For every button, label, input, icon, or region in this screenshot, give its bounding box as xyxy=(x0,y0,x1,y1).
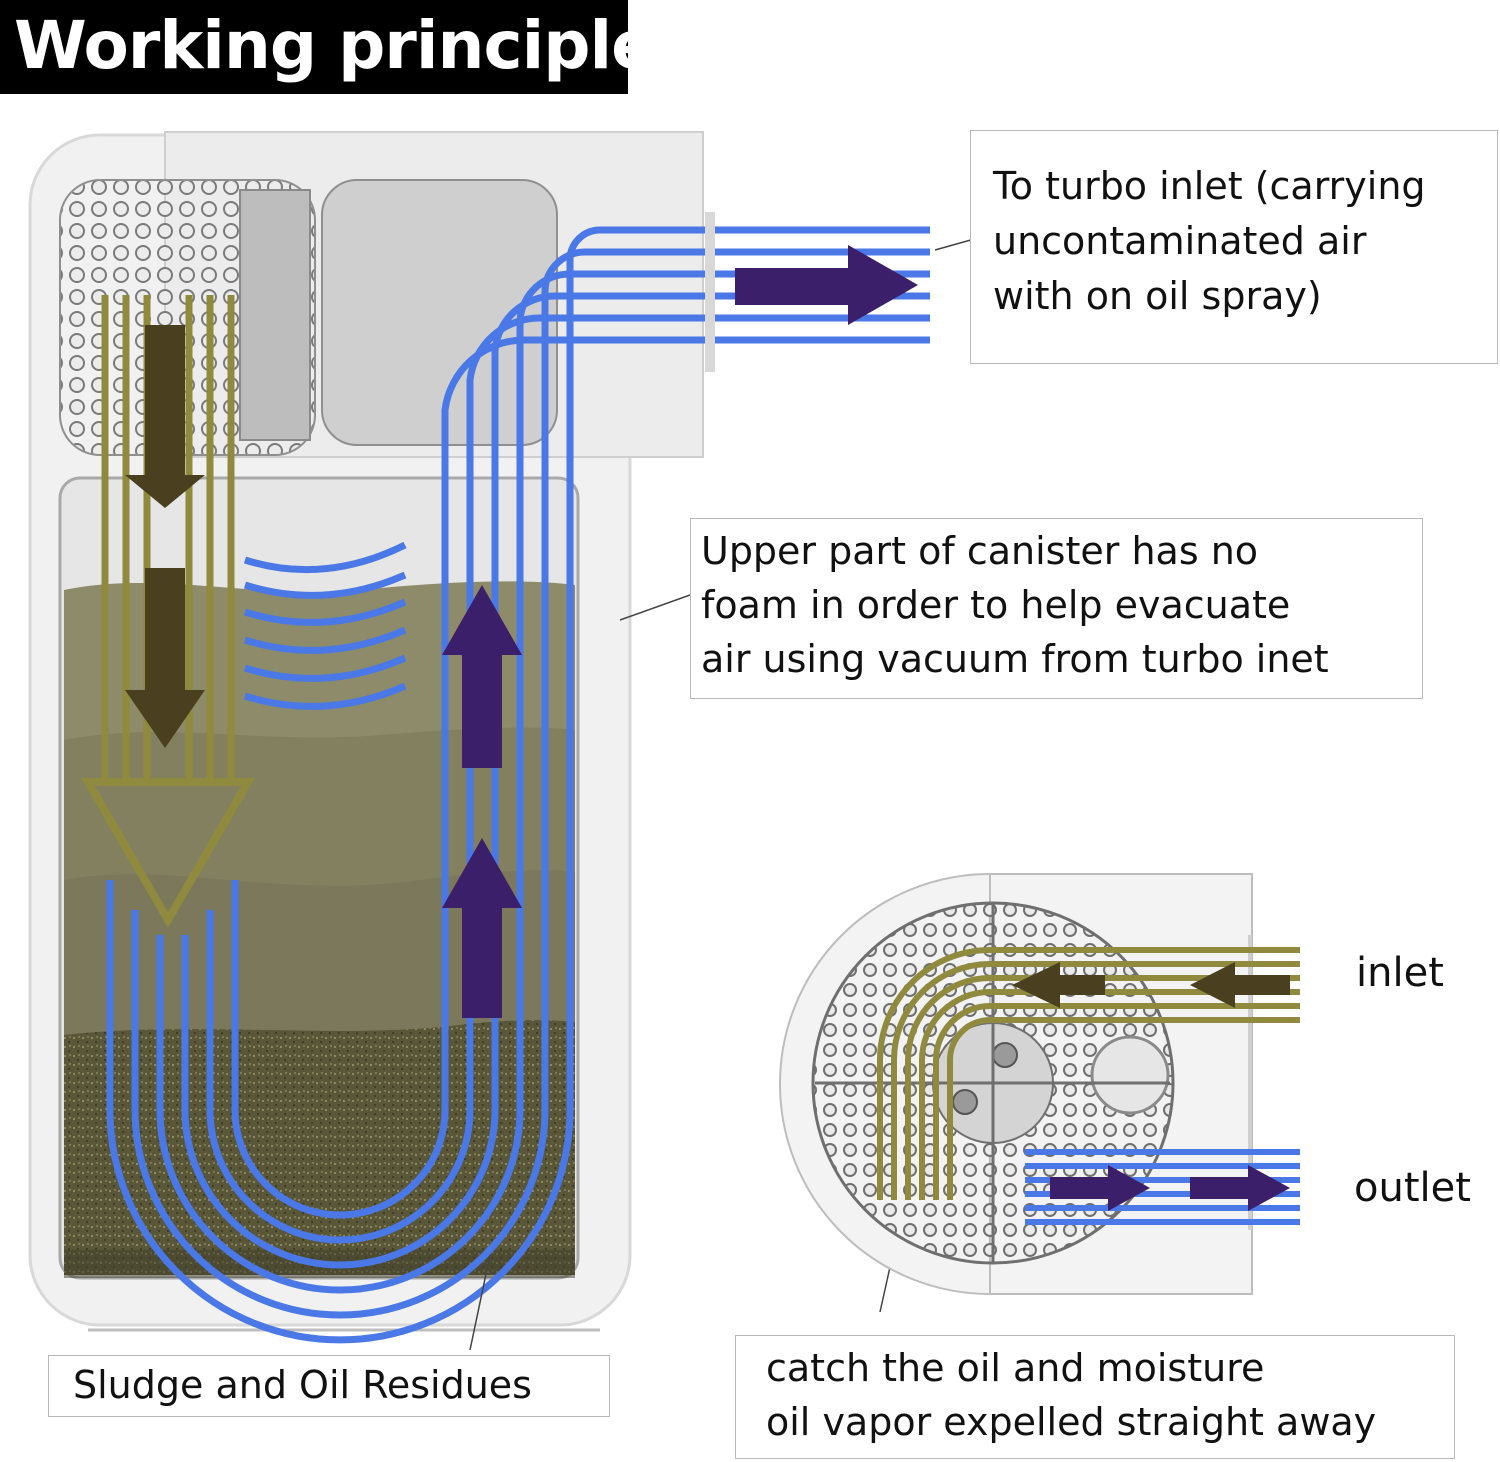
callout-line: oil vapor expelled straight away xyxy=(766,1399,1377,1444)
outlet-label: outlet xyxy=(1354,1165,1471,1211)
dark-down-arrows xyxy=(125,325,205,748)
inlet-label: inlet xyxy=(1356,950,1444,996)
inlet-arrows xyxy=(1012,962,1290,1008)
callout-line: Sludge and Oil Residues xyxy=(73,1363,532,1407)
callout-line: uncontaminated air xyxy=(993,219,1367,264)
callout-sludge: Sludge and Oil Residues xyxy=(48,1355,610,1417)
callout-line: To turbo inlet (carrying xyxy=(993,164,1426,208)
callout-line: Upper part of canister has no xyxy=(701,529,1259,573)
outlet-arrows xyxy=(1050,1165,1290,1211)
page-title: Working principle xyxy=(14,7,656,84)
callout-upper-canister: Upper part of canister has no foam in or… xyxy=(690,518,1423,699)
callout-line: air using vacuum from turbo inet xyxy=(701,636,1329,681)
title-bar: Working principle xyxy=(0,0,656,94)
blue-swirl xyxy=(243,541,407,710)
cross-section-body xyxy=(779,872,1253,1296)
purple-up-arrows xyxy=(442,585,522,1018)
callout-catch: catch the oil and moisture oil vapor exp… xyxy=(735,1335,1455,1459)
turbo-outlet-flange xyxy=(705,212,715,372)
canister-body xyxy=(28,131,704,1332)
cross-section-olive-flow xyxy=(877,947,1300,1200)
callout-line: foam in order to help evacuate xyxy=(701,582,1291,627)
callout-line: with on oil spray) xyxy=(993,274,1322,319)
callout-line: catch the oil and moisture xyxy=(766,1346,1265,1390)
blue-j-flow xyxy=(106,226,930,1344)
callout-turbo-inlet: To turbo inlet (carrying uncontaminated … xyxy=(970,130,1498,364)
purple-right-arrow-top xyxy=(735,245,918,325)
